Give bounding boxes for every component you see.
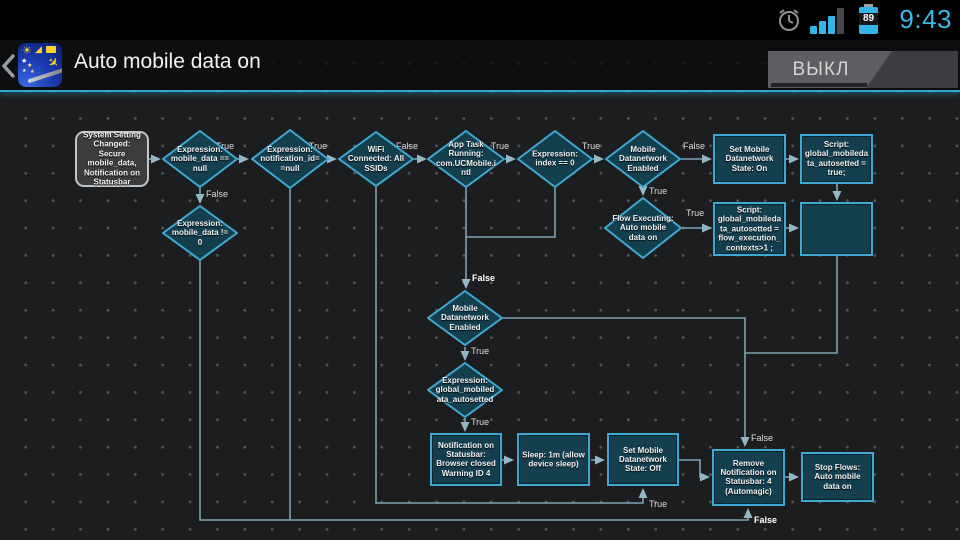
node-label: Expression: mobile_data != 0	[171, 218, 229, 247]
flow-node-cond-flow-executing[interactable]: Flow Executing: Auto mobile data on	[604, 197, 682, 259]
diamond-shape	[162, 130, 238, 188]
flow-node-action-stop-flows[interactable]: Stop Flows: Auto mobile data on	[801, 452, 874, 502]
flow-enabled-toggle[interactable]: ВЫКЛ	[768, 51, 958, 88]
back-chevron-icon	[2, 54, 15, 78]
page-title: Auto mobile data on	[74, 50, 261, 73]
flow-node-cond-mobile-data-null[interactable]: Expression: mobile_data == null	[162, 130, 238, 188]
node-label: Script: global_mobiledata_autosetted = f…	[717, 205, 782, 253]
diamond-shape	[338, 131, 414, 187]
flow-node-cond-notification-id-null[interactable]: Expression: notification_id==null	[251, 129, 329, 189]
back-button[interactable]	[0, 48, 16, 84]
flow-node-trigger-system-setting[interactable]: System Setting Changed: Secure mobile_da…	[75, 131, 149, 187]
flow-node-cond-app-task-running[interactable]: App Task Running: com.UCMobile.intl	[427, 130, 505, 188]
node-label: Mobile Datanetwork Enabled	[618, 144, 667, 173]
status-bar: 89 9:43	[0, 0, 960, 40]
node-label: Expression: global_mobiledata_autosetted	[435, 375, 495, 404]
node-label: Set Mobile Datanetwork State: Off	[618, 445, 667, 474]
sparkle-icon: ★	[21, 58, 28, 65]
toggle-label: ВЫКЛ	[792, 59, 850, 80]
flow-node-cond-mobile-dn-enabled-top[interactable]: Mobile Datanetwork Enabled	[605, 130, 681, 188]
sparkle-icon: ★	[30, 69, 35, 75]
flow-node-action-sleep-1m[interactable]: Sleep: 1m (allow device sleep)	[517, 433, 590, 486]
flow-node-cond-index-0[interactable]: Expression: index == 0	[517, 130, 593, 188]
diamond-shape	[251, 129, 329, 189]
sparkle-icon: ★	[27, 63, 33, 69]
node-label: System Setting Changed: Secure mobile_da…	[83, 130, 141, 187]
alarm-clock-icon	[779, 9, 799, 31]
node-label: Script: global_mobiledata_autosetted = t…	[804, 140, 869, 178]
action-bar: ☀ ◢ ✈ ★ ★ ★ ★ Auto mobile data on ВЫКЛ	[0, 40, 960, 92]
node-label: App Task Running: com.UCMobile.intl	[435, 140, 496, 178]
toggle-underline	[771, 83, 867, 87]
node-label: Expression: mobile_data == null	[170, 144, 230, 173]
diamond-shape	[162, 205, 238, 261]
node-label: Remove Notification on Statusbar: 4 (Aut…	[720, 458, 777, 496]
flow-node-action-remove-notification[interactable]: Remove Notification on Statusbar: 4 (Aut…	[712, 449, 785, 506]
battery-icon: 89	[859, 4, 878, 34]
node-label: Mobile Datanetwork Enabled	[440, 303, 489, 332]
node-label: Notification on Statusbar: Browser close…	[436, 440, 496, 478]
sparkle-icon: ★	[22, 68, 27, 74]
flow-node-action-script-flow-contexts[interactable]: Script: global_mobiledata_autosetted = f…	[713, 202, 786, 256]
flow-node-action-set-dn-off[interactable]: Set Mobile Datanetwork State: Off	[607, 433, 679, 486]
battery-level: 89	[859, 13, 878, 25]
sun-icon: ☀	[22, 45, 32, 57]
status-clock: 9:43	[899, 4, 952, 34]
flow-node-cond-wifi-connected[interactable]: WiFi Connected: All SSIDs	[338, 131, 414, 187]
mail-icon	[46, 46, 56, 53]
signal-strength-icon	[810, 8, 850, 34]
automagic-app-icon[interactable]: ☀ ◢ ✈ ★ ★ ★ ★	[18, 43, 62, 87]
flow-node-action-notification-browser[interactable]: Notification on Statusbar: Browser close…	[430, 433, 502, 486]
flow-node-action-script-autosetted-true[interactable]: Script: global_mobiledata_autosetted = t…	[800, 134, 873, 184]
flow-node-cond-mobile-data-not-0[interactable]: Expression: mobile_data != 0	[162, 205, 238, 261]
flow-node-cond-global-autosetted[interactable]: Expression: global_mobiledata_autosetted	[427, 362, 503, 418]
signal-icon: ◢	[35, 44, 42, 54]
node-label: Expression: notification_id==null	[260, 144, 320, 173]
flow-node-cond-mobile-dn-enabled-mid[interactable]: Mobile Datanetwork Enabled	[427, 290, 503, 346]
node-label: Sleep: 1m (allow device sleep)	[522, 450, 585, 469]
flow-node-action-set-dn-on[interactable]: Set Mobile Datanetwork State: On	[713, 134, 786, 184]
flow-node-action-empty[interactable]	[800, 202, 873, 256]
node-label: Stop Flows: Auto mobile data on	[814, 462, 861, 491]
node-label: Set Mobile Datanetwork State: On	[725, 144, 774, 173]
node-label: WiFi Connected: All SSIDs	[347, 144, 405, 173]
node-label: Flow Executing: Auto mobile data on	[612, 213, 674, 242]
node-label: Expression: index == 0	[532, 149, 578, 168]
